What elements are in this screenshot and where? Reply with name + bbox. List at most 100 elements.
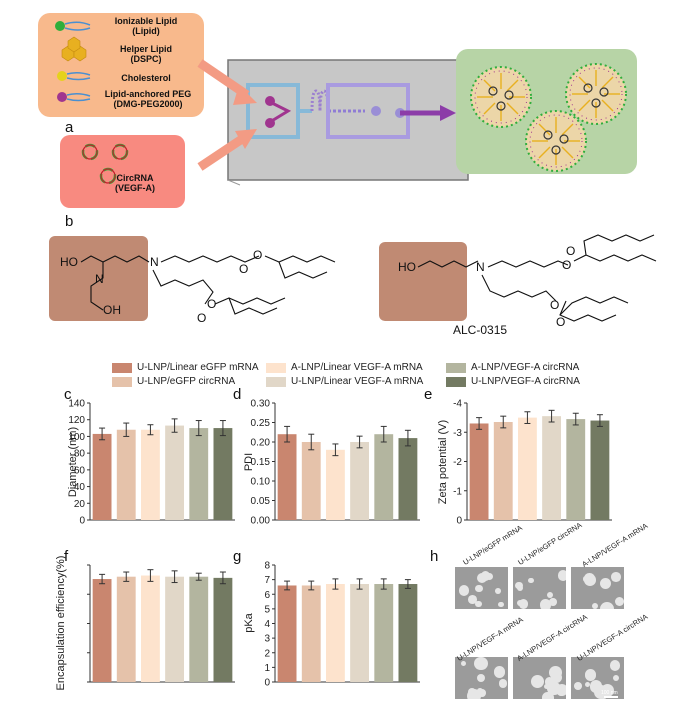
tem-particle <box>498 601 504 608</box>
tem-particle <box>585 682 591 688</box>
legend-swatch <box>112 376 132 387</box>
bar <box>469 423 489 520</box>
y-tick-label: -1 <box>453 486 462 497</box>
tem-particle <box>614 597 624 607</box>
y-tick-label: 80 <box>74 449 86 460</box>
bar <box>140 429 160 520</box>
svg-text:O: O <box>556 315 565 329</box>
legend-item: A-LNP/Linear VEGF-A mRNA <box>266 362 423 373</box>
svg-text:O: O <box>566 244 575 258</box>
bar <box>350 584 370 682</box>
y-tick-label: 5 <box>264 604 270 615</box>
tem-particle <box>460 661 466 667</box>
panel-letter-d: d <box>233 386 242 403</box>
tem-image <box>571 657 624 699</box>
peg-lipid-icon <box>57 92 91 102</box>
tem-particle <box>544 677 555 687</box>
bar <box>116 429 136 520</box>
lipid-icons <box>55 21 91 102</box>
svg-text:O: O <box>207 297 216 311</box>
scale-bar-label: 100 nm <box>601 690 618 696</box>
left-lipid-structure: HO N N OH O O O O <box>60 248 336 325</box>
bar <box>542 416 562 520</box>
tem-particle <box>485 572 494 580</box>
svg-text:N: N <box>476 260 485 274</box>
tem-particle <box>467 687 477 697</box>
legend-item: U-LNP/eGFP circRNA <box>112 376 235 387</box>
y-tick-label: 1 <box>264 663 270 674</box>
svg-text:N: N <box>95 272 104 286</box>
y-tick-label: 8 <box>264 561 270 572</box>
tem-particle <box>590 680 603 693</box>
bar <box>325 449 345 520</box>
svg-text:O: O <box>550 298 559 312</box>
tem-particle <box>584 573 596 586</box>
tem-particle <box>557 570 566 581</box>
tem-particle <box>517 599 523 606</box>
tem-image <box>455 657 508 699</box>
circrna-label: CircRNA(VEGF-A) <box>115 173 155 193</box>
legend-swatch <box>446 376 466 387</box>
bar <box>590 420 610 520</box>
tem-particle <box>549 665 563 679</box>
svg-text:O: O <box>197 311 206 325</box>
bar <box>213 428 233 520</box>
legend-swatch <box>266 376 286 387</box>
bar <box>374 584 394 682</box>
y-tick-label: -2 <box>453 457 462 468</box>
y-tick-label: -3 <box>453 428 462 439</box>
y-tick-label: 40 <box>74 482 86 493</box>
y-tick-label: 0.05 <box>251 496 271 507</box>
bar <box>350 442 370 520</box>
y-tick-label: 0 <box>264 678 270 689</box>
svg-text:O: O <box>562 258 571 272</box>
panel-letter-e: e <box>424 386 433 403</box>
panel-letter-g: g <box>233 548 242 565</box>
tem-particle <box>539 598 552 609</box>
tem-particle <box>599 601 614 609</box>
y-axis-label: pKa <box>243 612 255 632</box>
tem-particle <box>458 584 470 596</box>
bar <box>277 434 297 520</box>
svg-text:N: N <box>150 255 159 269</box>
tem-particle <box>609 659 621 671</box>
tem-particle <box>531 674 544 688</box>
y-tick-label: 3 <box>264 634 270 645</box>
tem-particle <box>543 683 549 690</box>
svg-text:O: O <box>253 248 262 262</box>
tem-particle <box>611 572 621 582</box>
panel-letter-c: c <box>64 386 72 403</box>
tem-particle <box>599 692 607 699</box>
bar <box>140 575 160 682</box>
bar <box>566 419 586 520</box>
y-tick-label: 4 <box>264 619 270 630</box>
tem-particle <box>475 601 482 608</box>
tem-particle <box>498 679 508 688</box>
component-ionizable-lipid: Ionizable Lipid(Lipid) <box>114 16 178 36</box>
legend-swatch <box>446 362 466 373</box>
y-tick-label: 0 <box>79 516 85 527</box>
tem-particle <box>476 673 486 683</box>
bar <box>398 584 418 682</box>
tem-image <box>513 567 566 609</box>
legend-item: U-LNP/Linear eGFP mRNA <box>112 362 259 373</box>
bar <box>165 576 185 682</box>
tem-particle <box>474 657 488 671</box>
y-tick-label: 0.10 <box>251 477 271 488</box>
bar <box>517 417 537 520</box>
tem-particle <box>517 584 524 591</box>
y-tick-label: 0.15 <box>251 457 271 468</box>
component-helper-lipid: Helper Lipid(DSPC) <box>119 44 172 64</box>
panel-letter-h: h <box>430 548 439 565</box>
tem-image <box>513 657 566 699</box>
tem-particle <box>599 577 611 589</box>
bar <box>493 422 513 520</box>
bar <box>301 585 321 682</box>
y-tick-label: 120 <box>68 415 85 426</box>
tem-particle <box>477 688 484 694</box>
tem-particle <box>613 675 620 682</box>
tem-particle <box>591 602 599 609</box>
svg-text:OH: OH <box>103 303 121 317</box>
tem-particle <box>528 577 534 584</box>
y-axis-label: Diameter (nm) <box>67 427 79 497</box>
